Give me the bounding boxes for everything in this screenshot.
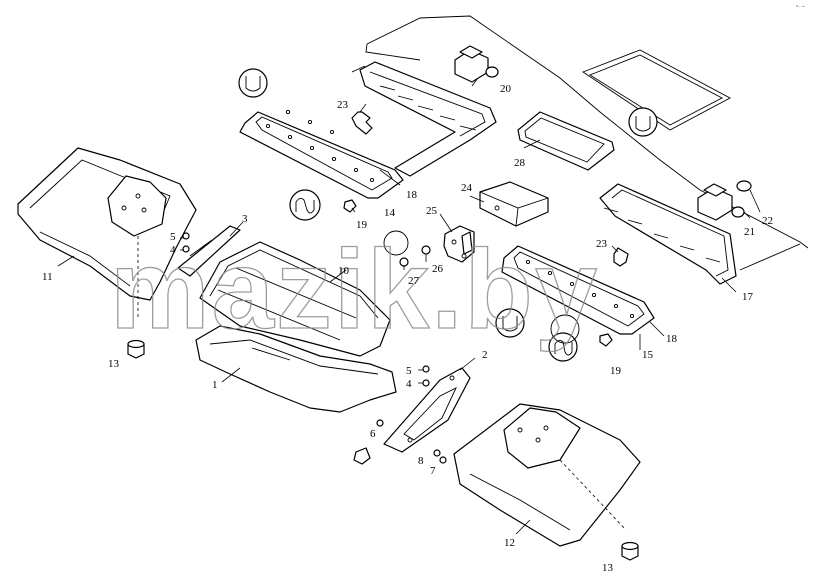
corner-mark: °⁻ ⁼ <box>796 5 805 11</box>
callout-13a: 13 <box>108 358 120 370</box>
part-21-clip <box>697 180 752 221</box>
callout-11: 11 <box>42 271 53 283</box>
callout-5b: 5 <box>406 365 412 377</box>
part-10-cover <box>199 241 391 357</box>
part-28-lamp <box>517 111 615 171</box>
callout-2: 2 <box>482 349 488 361</box>
callout-18a: 18 <box>406 189 418 201</box>
callout-21: 21 <box>744 226 755 238</box>
part-19-nut-upper <box>343 199 357 213</box>
callout-12: 12 <box>504 537 515 549</box>
callout-25: 25 <box>426 205 438 217</box>
callout-15: 15 <box>642 349 654 361</box>
callout-13b: 13 <box>602 562 614 574</box>
callout-4b: 4 <box>406 378 412 390</box>
part-14-frame <box>239 109 404 199</box>
part-2-bracket <box>383 367 471 453</box>
callout-27: 27 <box>408 275 420 287</box>
callout-17: 17 <box>742 291 754 303</box>
part-6-nut <box>353 447 371 465</box>
callout-10: 10 <box>338 265 350 277</box>
callout-23b: 23 <box>596 238 608 250</box>
leader-lines <box>57 77 761 535</box>
fasteners <box>127 199 639 561</box>
callout-3: 3 <box>242 213 248 225</box>
callout-23a: 23 <box>337 99 349 111</box>
callout-28: 28 <box>514 157 526 169</box>
part-24-block <box>479 181 549 227</box>
callout-labels: 1 2 3 4 5 4 5 6 7 8 10 11 12 13 13 14 15… <box>42 83 773 574</box>
callout-19a: 19 <box>356 219 368 231</box>
part-3-gasket <box>177 225 241 277</box>
callout-5a: 5 <box>170 231 176 243</box>
callout-24: 24 <box>461 182 473 194</box>
clip-detail-circles <box>238 68 658 362</box>
callout-1: 1 <box>212 379 218 391</box>
part-25-bracket <box>443 225 475 263</box>
callout-22: 22 <box>762 215 773 227</box>
part-1-tray <box>195 325 397 413</box>
callout-20: 20 <box>500 83 512 95</box>
part-23-clip-upper <box>351 111 373 135</box>
part-15-frame <box>501 245 655 335</box>
callout-19b: 19 <box>610 365 622 377</box>
callout-6: 6 <box>370 428 376 440</box>
part-19-nut-lower <box>599 333 613 347</box>
callout-4a: 4 <box>170 244 176 256</box>
callout-7: 7 <box>430 465 436 477</box>
callout-26: 26 <box>432 263 444 275</box>
upper-frame-seal <box>351 61 497 177</box>
callout-14: 14 <box>384 207 396 219</box>
callout-18b: 18 <box>666 333 678 345</box>
part-12-cover <box>453 403 641 547</box>
callout-8: 8 <box>418 455 424 467</box>
part-23-clip-lower <box>613 247 629 267</box>
part-17-frame <box>599 183 737 285</box>
part-20-clip <box>454 45 499 83</box>
watermark-text: mazik.by <box>110 227 599 352</box>
part-11-cover <box>17 147 197 320</box>
